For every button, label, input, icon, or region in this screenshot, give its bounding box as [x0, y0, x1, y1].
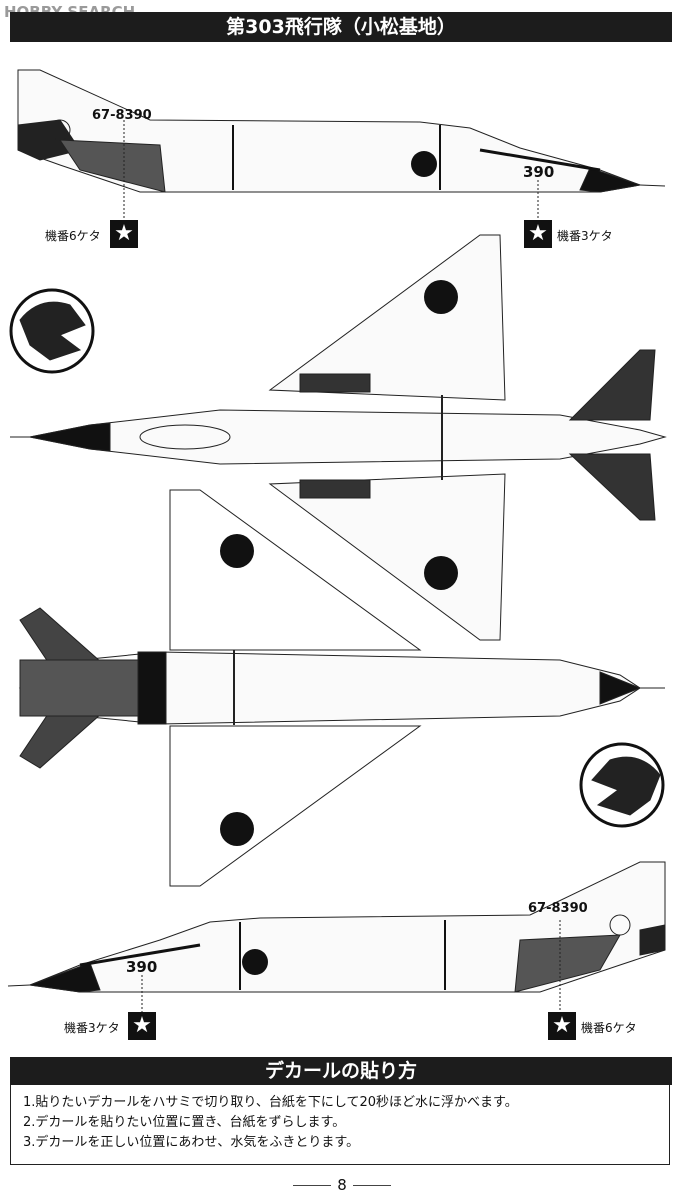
- star-icon: ★: [128, 1012, 156, 1040]
- callout-label: 機番6ケタ: [581, 1021, 637, 1035]
- page-number: 8: [0, 1176, 684, 1194]
- instruction-step: 3.デカールを正しい位置にあわせ、水気をふきとります。: [23, 1135, 360, 1150]
- aircraft-drawings: [7, 69, 667, 1012]
- side-view-bottom-aircraft: [7, 861, 666, 1012]
- star-icon: ★: [110, 220, 138, 248]
- page-number-text: 8: [337, 1176, 347, 1194]
- top-view-aircraft: [10, 234, 667, 641]
- star-icon: ★: [524, 220, 552, 248]
- serial-3digit-bottom: 390: [126, 958, 158, 976]
- serial-6digit-bottom: 67-8390: [528, 901, 588, 916]
- bottom-view-aircraft: [18, 489, 665, 887]
- instruction-step: 2.デカールを貼りたい位置に置き、台紙をずらします。: [23, 1115, 346, 1130]
- page-title: 第303飛行隊（小松基地）: [10, 12, 672, 42]
- callout-label: 機番6ケタ: [45, 229, 101, 243]
- callout-label: 機番3ケタ: [557, 229, 613, 243]
- serial-6digit-top: 67-8390: [92, 108, 152, 123]
- side-view-top-aircraft: [17, 69, 666, 220]
- dragon-emblem-icon: [9, 288, 95, 374]
- instructions-title: デカールの貼り方: [10, 1057, 672, 1085]
- dragon-emblem-icon: [579, 742, 665, 828]
- serial-3digit-top: 390: [523, 163, 555, 181]
- instruction-step: 1.貼りたいデカールをハサミで切り取り、台紙を下にして20秒ほど水に浮かべます。: [23, 1095, 518, 1110]
- instructions-box: 1.貼りたいデカールをハサミで切り取り、台紙を下にして20秒ほど水に浮かべます。…: [10, 1085, 670, 1165]
- callout-label: 機番3ケタ: [64, 1021, 120, 1035]
- star-icon: ★: [548, 1012, 576, 1040]
